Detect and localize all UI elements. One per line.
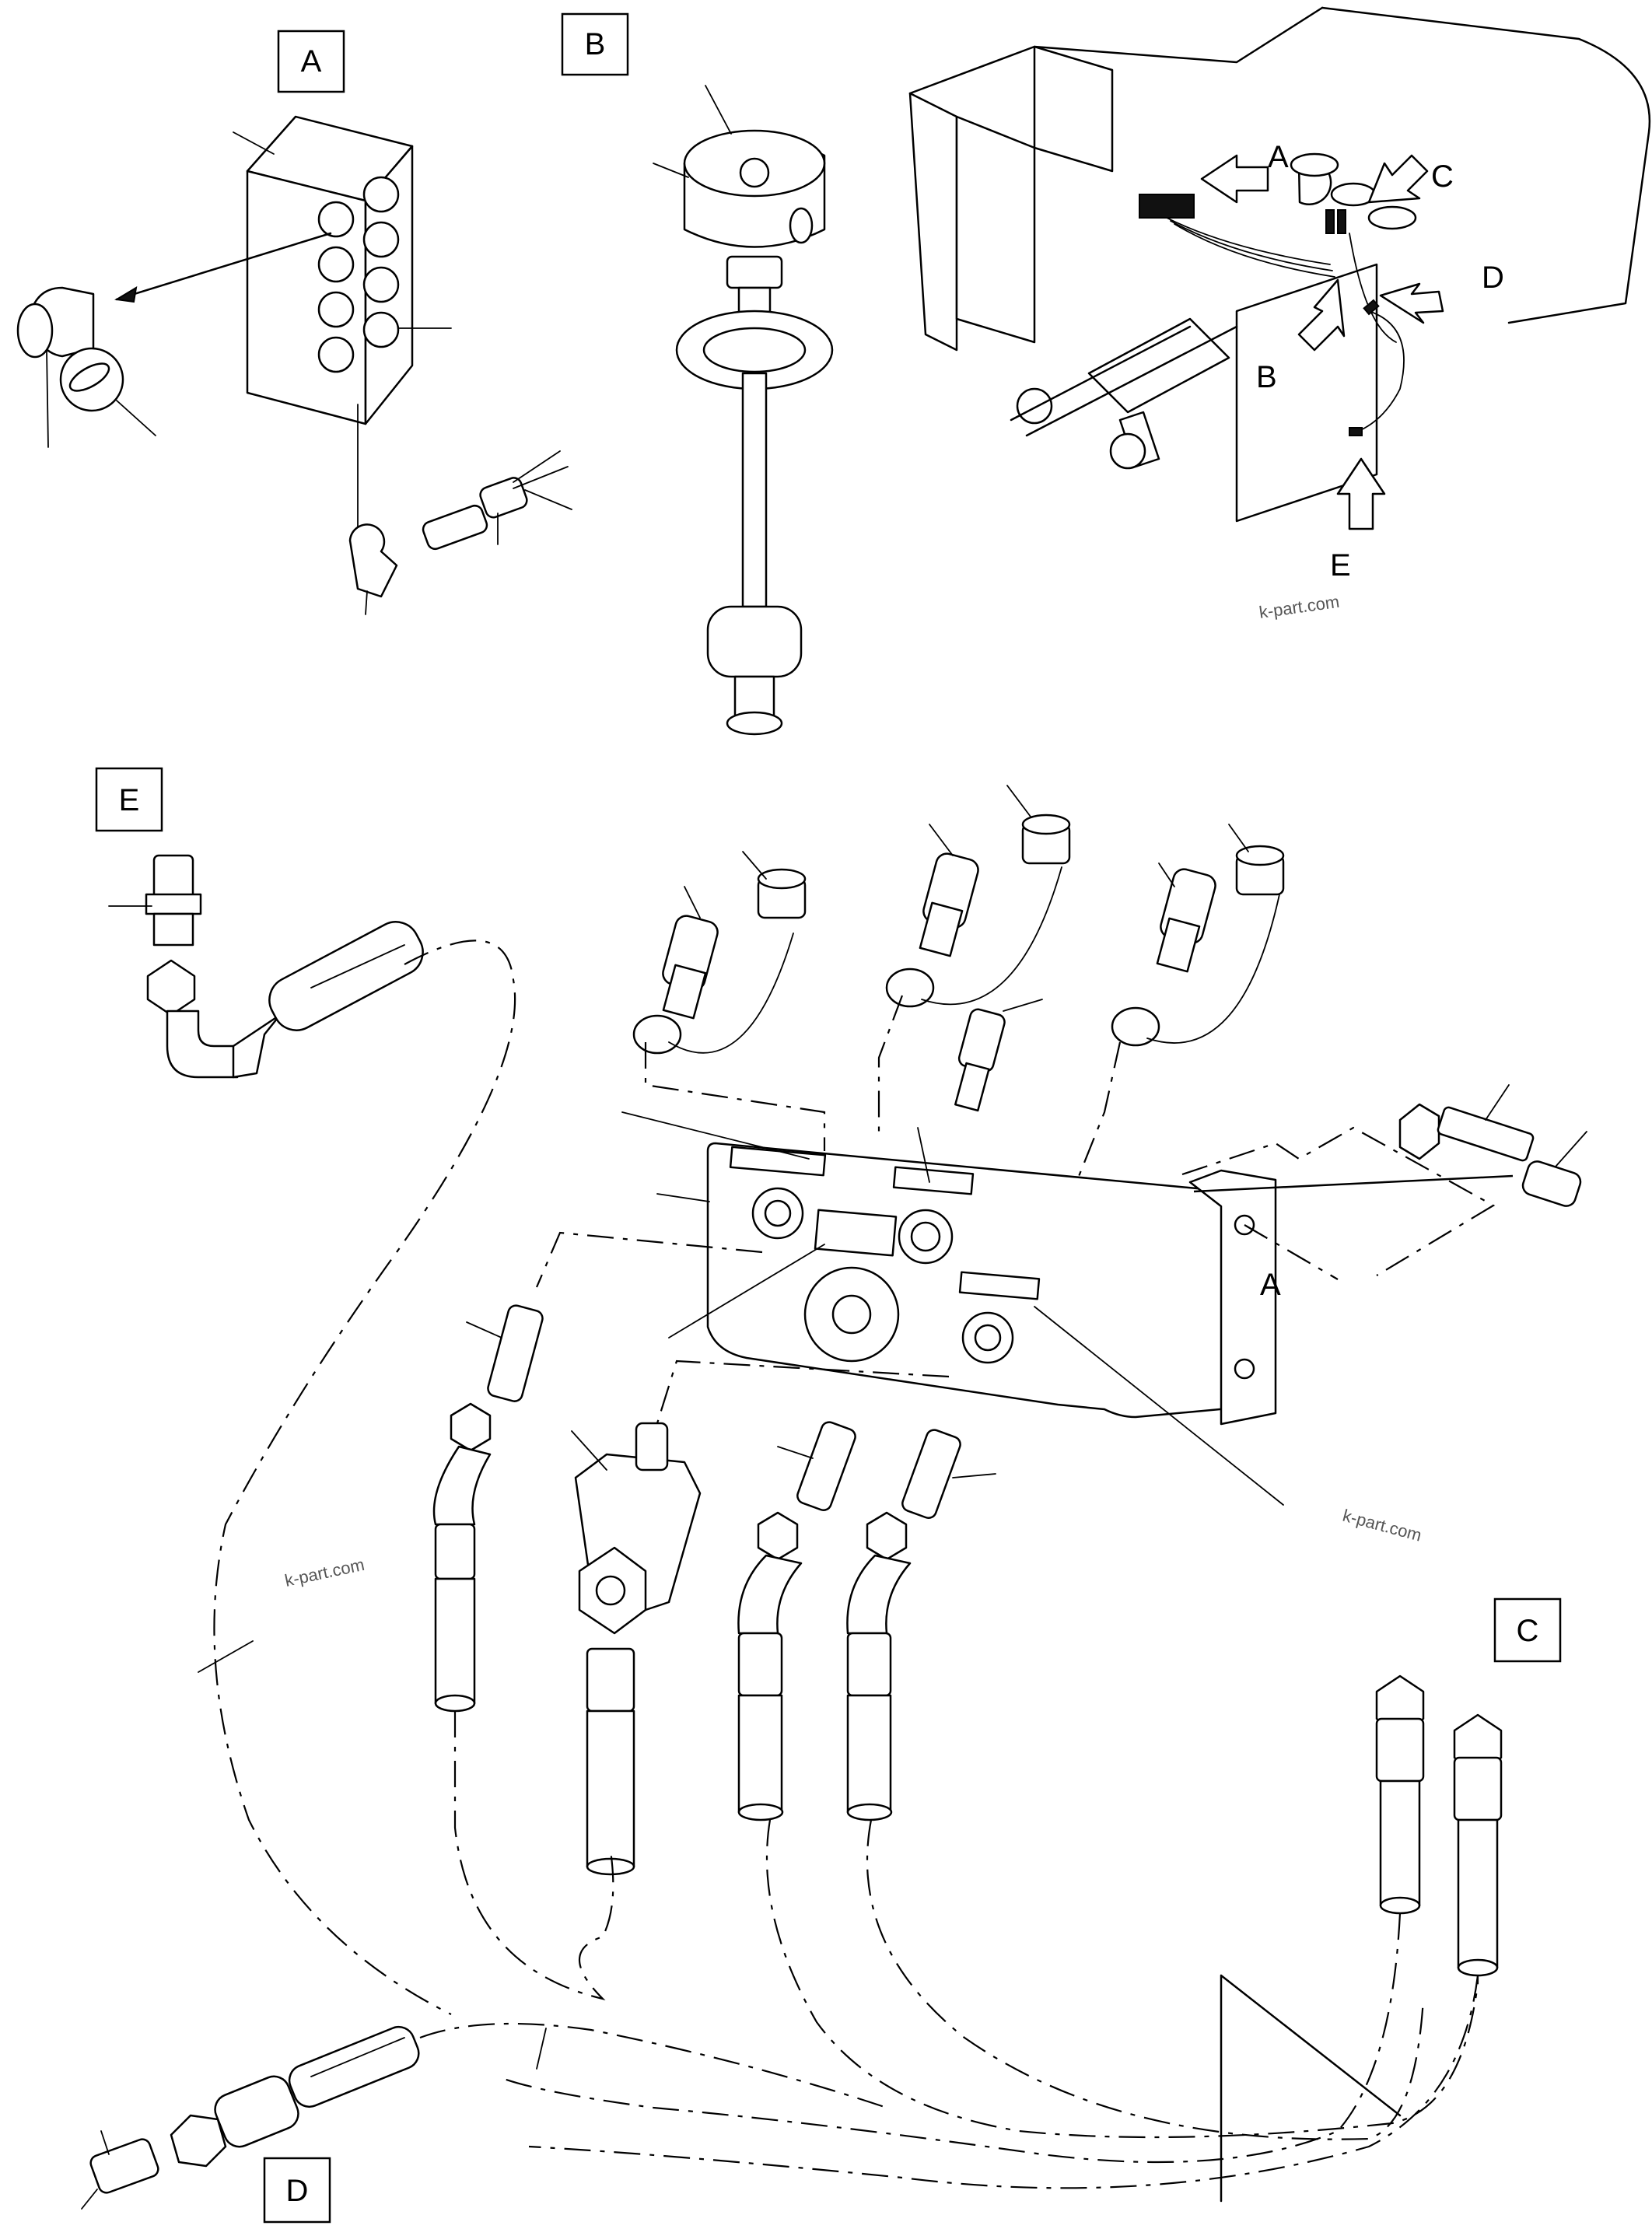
routing-line-hose-3: [866, 1819, 1425, 2140]
svg-text:B: B: [1256, 360, 1277, 394]
routing-line-coupler-1: [644, 1042, 826, 1151]
watermark-middle: k-part.com: [1341, 1506, 1424, 1545]
view-label-e: E: [95, 767, 163, 832]
watermark-left: k-part.com: [283, 1555, 366, 1590]
svg-text:C: C: [1431, 159, 1454, 194]
hose-3: [737, 1511, 803, 1821]
mounting-bracket: A: [621, 1111, 1514, 1506]
nipple-fitting-2: [777, 1421, 856, 1511]
routing-line-bracket: [1181, 1126, 1496, 1276]
level-sender: [653, 85, 834, 736]
cable-gland: [348, 450, 572, 615]
view-label-c: C: [1493, 1597, 1562, 1663]
bolt: [1398, 1084, 1535, 1162]
swivel-fitting: [571, 1422, 702, 1635]
hose-1: [432, 1402, 492, 1713]
svg-text:E: E: [119, 783, 140, 817]
routing-line-fitting-2: [656, 1359, 950, 1424]
bracket-callout-a: A: [1260, 1268, 1281, 1302]
svg-text:D: D: [1482, 261, 1504, 295]
switch-box-assembly: [114, 115, 452, 537]
quick-coupler-3: [1111, 824, 1285, 1047]
hose-4: [846, 1511, 912, 1821]
guide-triangle: [1220, 1974, 1402, 2203]
svg-text:A: A: [301, 44, 322, 79]
routing-line-c: [497, 1912, 1402, 2164]
routing-line-d: [419, 2022, 887, 2109]
routing-line-e: [213, 940, 516, 2015]
svg-text:A: A: [1268, 140, 1289, 174]
view-label-b: B: [561, 12, 629, 76]
routing-line-coupler-2: [877, 995, 904, 1135]
svg-text:B: B: [585, 27, 606, 61]
machine-overview: A C B D E: [908, 6, 1651, 583]
routing-line-hose-1: [453, 1711, 614, 2000]
hose-2: [586, 1647, 635, 1876]
callout-arrow-b: B: [1256, 278, 1346, 394]
svg-text:E: E: [1330, 548, 1351, 583]
callout-arrow-c: C: [1367, 154, 1454, 204]
view-label-a: A: [277, 30, 345, 93]
callout-arrow-a: A: [1200, 140, 1289, 204]
spacer-bushing: [1521, 1131, 1587, 1207]
switch-buttons: [317, 176, 400, 373]
routing-line-c-2: [528, 1975, 1479, 2189]
watermark-top: k-part.com: [1258, 592, 1340, 622]
elbow-hose-assembly: [108, 854, 424, 1079]
routing-line-fitting-1: [535, 1231, 763, 1288]
straight-hose-assembly: [81, 2025, 420, 2210]
routing-line-coupler-3: [1072, 1041, 1122, 1191]
callout-arrow-e: E: [1330, 457, 1386, 583]
quick-coupler-1: [632, 851, 807, 1055]
nipple-fitting-1: [466, 1304, 544, 1402]
hose-end-c-1: [1375, 1674, 1425, 1915]
svg-text:D: D: [286, 2174, 309, 2208]
view-label-d: D: [263, 2157, 331, 2224]
quick-coupler-2: [885, 785, 1071, 1008]
routing-line-pin: [1244, 1224, 1339, 1280]
routing-line-hose-2: [765, 1819, 1479, 2139]
callout-arrow-d: D: [1379, 261, 1504, 324]
adapter-fitting-top: [954, 999, 1043, 1112]
hose-end-c-2: [1453, 1713, 1503, 1977]
svg-text:C: C: [1517, 1614, 1539, 1648]
nipple-fitting-3: [901, 1429, 996, 1519]
indicator-lamp: [16, 286, 156, 448]
